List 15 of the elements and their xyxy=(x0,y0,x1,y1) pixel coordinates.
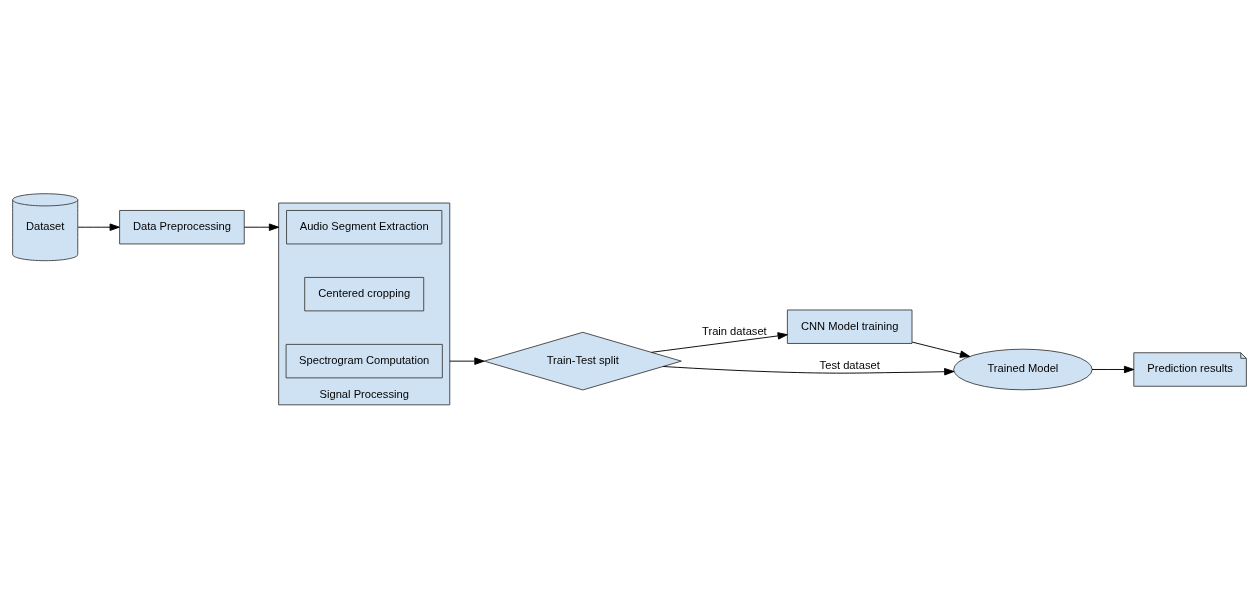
node-box: Spectrogram Computation xyxy=(285,343,443,378)
node-box: Centered cropping xyxy=(304,276,425,311)
arrow xyxy=(243,223,280,231)
node-box: Data Preprocessing xyxy=(119,209,245,244)
node-box: CNN Model training xyxy=(786,309,913,344)
arrow xyxy=(651,331,788,353)
edge-label: Test dataset xyxy=(819,358,880,371)
arrow xyxy=(449,356,485,365)
edge-label: Train dataset xyxy=(702,324,767,337)
arrow xyxy=(77,223,120,231)
node-diamond: Train-Test split xyxy=(483,331,682,390)
arrow xyxy=(911,341,971,358)
arrow xyxy=(662,365,955,375)
arrow xyxy=(1091,365,1135,373)
node-box: Audio Segment Extraction xyxy=(286,209,443,244)
